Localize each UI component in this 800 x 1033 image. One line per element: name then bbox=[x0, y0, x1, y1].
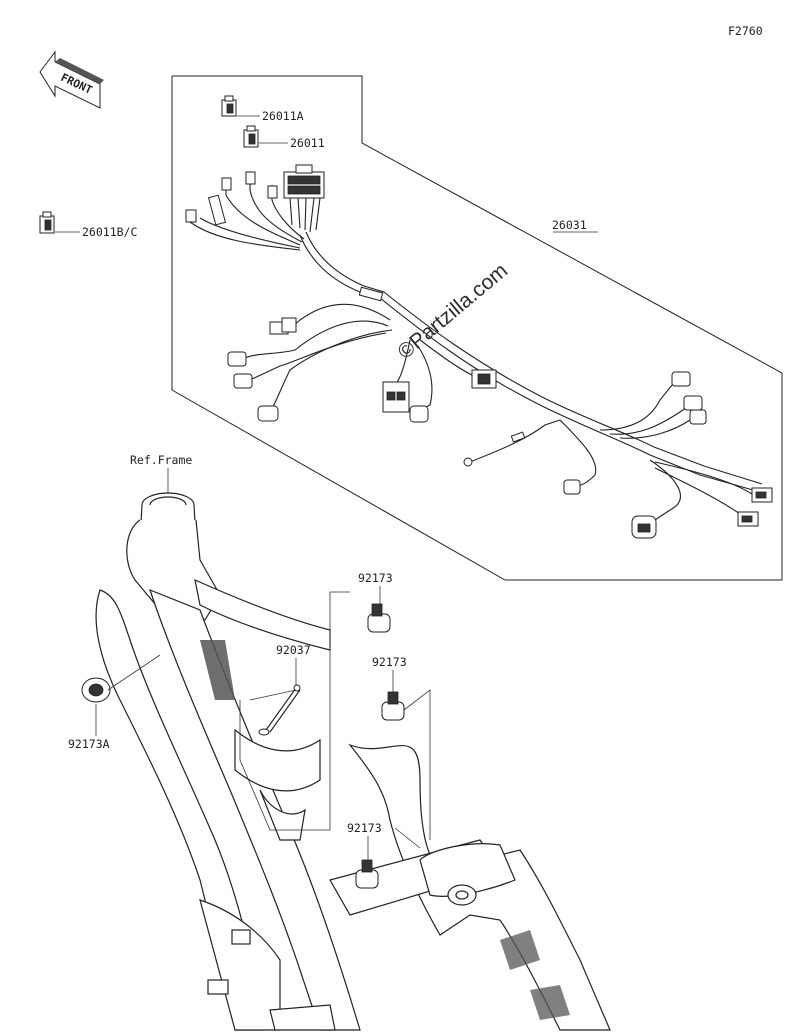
label-92037: 92037 bbox=[276, 643, 311, 657]
grommet-92173a[interactable] bbox=[81, 677, 111, 703]
motorcycle-frame bbox=[95, 492, 611, 1031]
wiring-harness-26031[interactable] bbox=[185, 164, 773, 539]
label-26011bc: 26011B/C bbox=[82, 225, 137, 239]
pin-92037[interactable] bbox=[258, 684, 301, 736]
front-arrow-icon: FRONT bbox=[39, 50, 104, 109]
guide-box-92037 bbox=[239, 591, 350, 831]
label-92173a: 92173A bbox=[68, 737, 110, 751]
label-26031: 26031 bbox=[552, 218, 587, 232]
label-92173-bottom: 92173 bbox=[347, 821, 382, 835]
ref-frame-label: Ref.Frame bbox=[130, 453, 192, 467]
clamp-92173-top[interactable] bbox=[367, 603, 391, 633]
harness-connector-a bbox=[269, 317, 297, 335]
harness-boundary bbox=[171, 75, 783, 581]
label-92173-top: 92173 bbox=[358, 571, 393, 585]
label-26011a: 26011A bbox=[262, 109, 304, 123]
connector-26011a[interactable] bbox=[221, 95, 237, 117]
clamp-92173-bottom[interactable] bbox=[355, 859, 379, 889]
clamp-92173-mid[interactable] bbox=[381, 691, 405, 721]
figure-code: F2760 bbox=[728, 24, 763, 38]
connector-26011[interactable] bbox=[243, 125, 259, 148]
label-26011: 26011 bbox=[290, 136, 325, 150]
watermark: ©Partzilla.com bbox=[393, 259, 512, 364]
connector-26011bc[interactable] bbox=[39, 211, 55, 234]
label-92173-mid: 92173 bbox=[372, 655, 407, 669]
